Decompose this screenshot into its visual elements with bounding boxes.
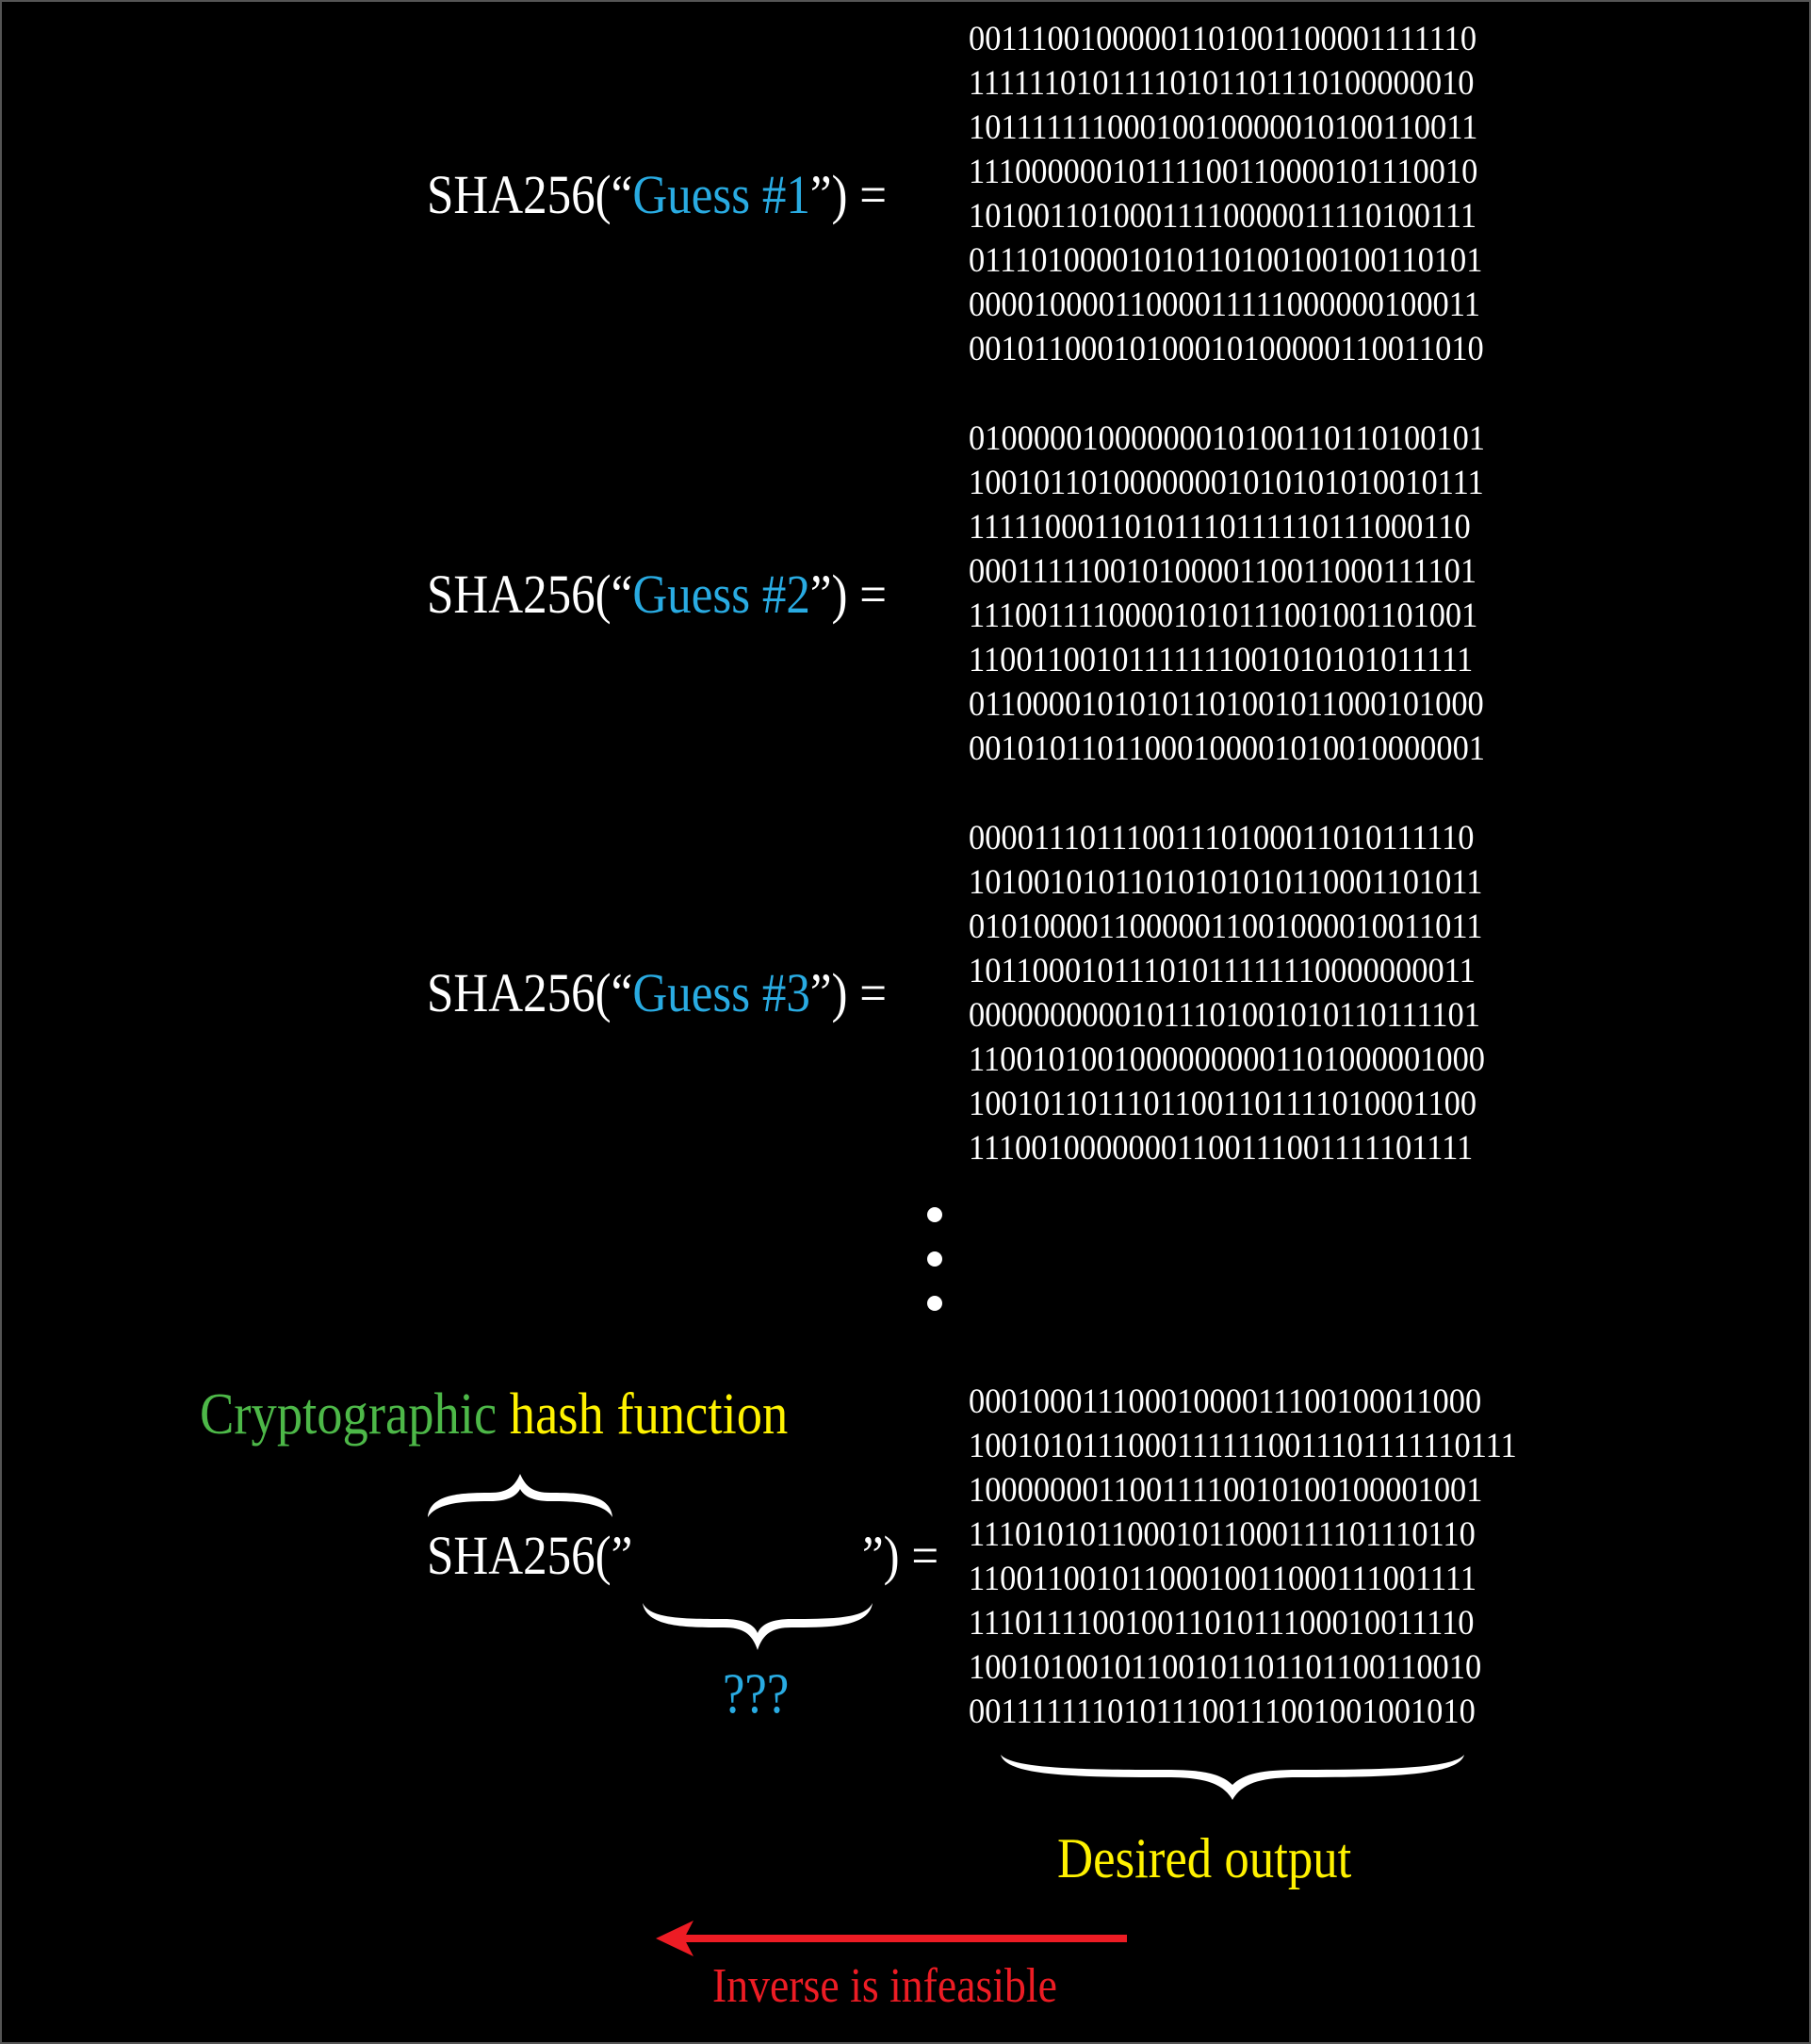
target-label-prefix: SHA256(” (427, 1525, 633, 1586)
binary-line: 01100001010101101001011000101000 (969, 685, 1484, 724)
binary-line: 00111111101011100111001001001010 (969, 1692, 1476, 1731)
binary-line: 11111000110101110111110111000110 (969, 508, 1471, 547)
binary-line: 01000001000000010100110110100101 (969, 419, 1486, 458)
binary-line: 00001000011000011111000000100011 (969, 286, 1480, 324)
ellipsis-dot (927, 1207, 942, 1222)
hash-output-3: 00001110111001110100011010111110 10100101… (969, 816, 1485, 1170)
binary-line: 11101111001001101011100010011110 (969, 1604, 1475, 1643)
binary-line: 00111001000001101001100001111110 (969, 20, 1477, 58)
binary-line: 11111101011110101101110100000010 (969, 64, 1475, 103)
binary-line: 11001100101111111001010101011111 (969, 641, 1474, 679)
binary-line: 01110100001010110100100100110101 (969, 241, 1483, 280)
guess-input: Guess #2 (632, 564, 810, 625)
binary-line: 10010100101100101101101100110010 (969, 1648, 1482, 1687)
binary-line: 00000000001011101001010110111101 (969, 996, 1480, 1035)
target-label-suffix: ”) = (862, 1525, 939, 1586)
label-suffix: ”) = (809, 164, 888, 225)
hash-function-caption: Cryptographic hash function (200, 1385, 788, 1444)
binary-line: 10100101011010101010110001101011 (969, 863, 1483, 902)
binary-line: 00001110111001110100011010111110 (969, 819, 1475, 858)
binary-line: 11001100101100010011000111001111 (969, 1560, 1477, 1598)
unknown-input: ??? (723, 1662, 790, 1725)
ellipsis-dot (927, 1251, 942, 1267)
guess-input: Guess #3 (632, 962, 810, 1023)
binary-line: 00101100010100010100000110011010 (969, 330, 1484, 368)
brace-under-output (1001, 1755, 1464, 1800)
binary-line: 10010101110001111110011101111110111 (969, 1427, 1517, 1465)
binary-line: 11001010010000000001101000001000 (969, 1040, 1486, 1079)
guess-2-label: SHA256(“Guess #2”) = (427, 567, 887, 622)
ellipsis-dot (927, 1296, 942, 1311)
label-prefix: SHA256(“ (427, 164, 633, 225)
label-prefix: SHA256(“ (427, 564, 633, 625)
label-suffix: ”) = (809, 564, 888, 625)
brace-under-input (643, 1603, 873, 1650)
binary-line: 11100000010111100110000101110010 (969, 153, 1478, 191)
hash-output-2: 01000001000000010100110110100101 10010110… (969, 417, 1485, 771)
binary-line: 10111111100010010000010100110011 (969, 108, 1478, 147)
binary-line: 11100111100001010111001001101001 (969, 597, 1478, 635)
guess-3-label: SHA256(“Guess #3”) = (427, 966, 887, 1021)
guess-1-label: SHA256(“Guess #1”) = (427, 168, 887, 222)
binary-line: 10000000110011110010100100001001 (969, 1471, 1483, 1510)
label-suffix: ”) = (809, 962, 888, 1023)
inverse-infeasible-label: Inverse is infeasible (712, 1959, 1057, 2013)
binary-line: 10100110100011110000011110100111 (969, 197, 1477, 236)
binary-line: 11101010110001011000111101110110 (969, 1515, 1476, 1554)
left-arrow-icon (656, 1921, 1127, 1956)
binary-line: 01010000110000011001000010011011 (969, 908, 1483, 946)
guess-input: Guess #1 (632, 164, 810, 225)
desired-output-label: Desired output (1057, 1827, 1352, 1889)
binary-line: 00010001110001000011100100011000 (969, 1382, 1482, 1421)
hash-output-1: 00111001000001101001100001111110 11111101… (969, 17, 1484, 371)
brace-over-sha256 (428, 1474, 612, 1517)
target-hash-output: 00010001110001000011100100011000 10010101… (969, 1380, 1517, 1734)
binary-line: 10110001011101011111110000000011 (969, 952, 1476, 990)
binary-line: 11100100000001100111001111101111 (969, 1129, 1474, 1168)
binary-line: 10010110111011001101111010001100 (969, 1085, 1477, 1123)
label-prefix: SHA256(“ (427, 962, 633, 1023)
hash-function-text: hash function (509, 1382, 789, 1447)
cryptographic-text: Cryptographic (200, 1382, 498, 1447)
binary-line: 10010110100000001010101010010111 (969, 464, 1484, 502)
binary-line: 00101011011000100001010010000001 (969, 729, 1486, 768)
binary-line: 00011111001010000110011000111101 (969, 552, 1477, 591)
